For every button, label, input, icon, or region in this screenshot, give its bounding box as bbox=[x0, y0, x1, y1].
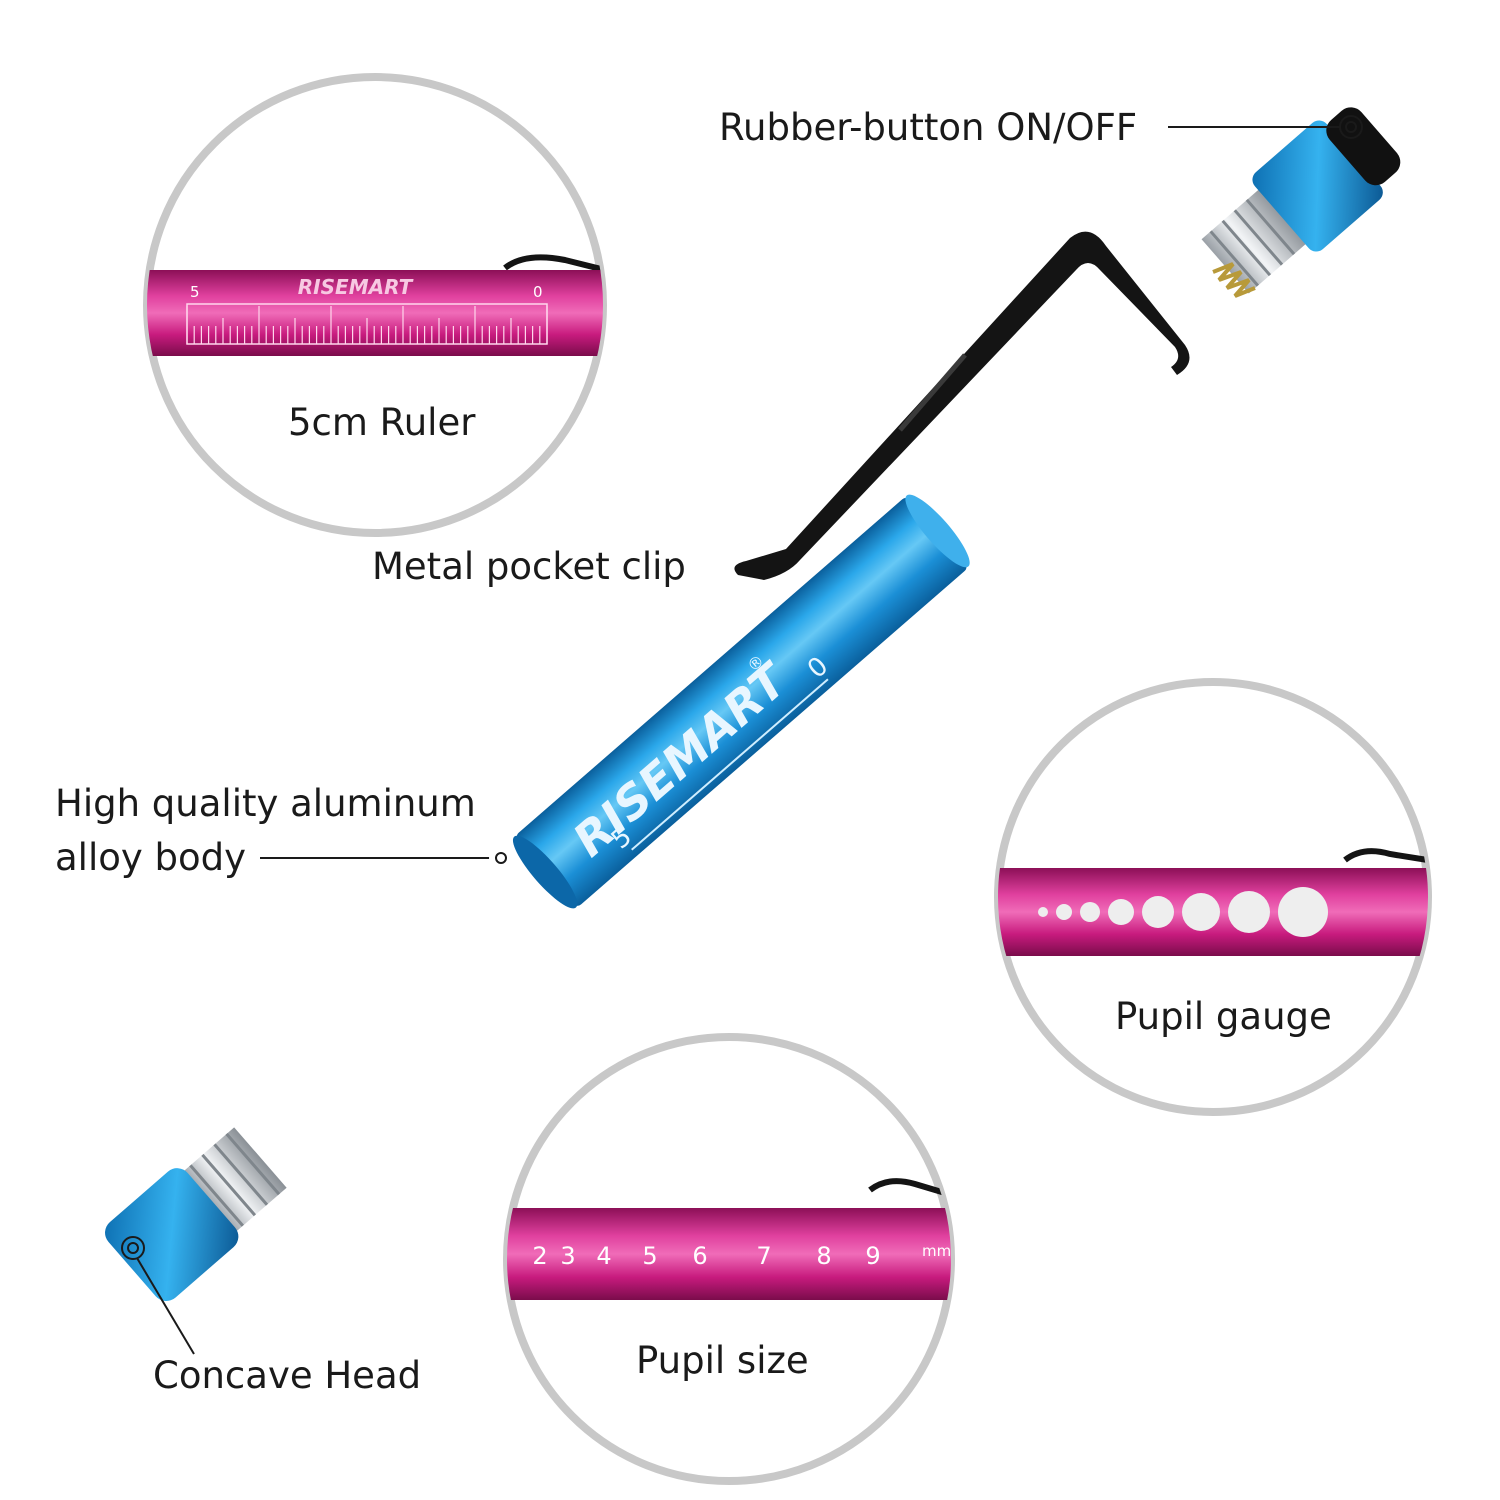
pupil-gauge-label: Pupil gauge bbox=[1115, 995, 1332, 1038]
pupil-size-number: 2 bbox=[532, 1242, 547, 1270]
concave-head-cap bbox=[105, 1127, 287, 1302]
pupil-gauge-dot bbox=[1038, 907, 1048, 917]
body-marker bbox=[260, 846, 513, 870]
ruler-mark-start: 5 bbox=[190, 283, 200, 301]
pupil-gauge-dot bbox=[1228, 891, 1270, 933]
ruler-ticks bbox=[186, 303, 548, 345]
pupil-size-number: 6 bbox=[692, 1242, 707, 1270]
ruler-detail-circle: 5 0 RISEMART bbox=[143, 73, 607, 537]
concave-head-label: Concave Head bbox=[153, 1354, 422, 1397]
pupil-size-number: 3 bbox=[560, 1242, 575, 1270]
body-brand-logo: RISEMART bbox=[563, 651, 800, 867]
pupil-gauge-dot bbox=[1142, 896, 1174, 928]
pupil-size-unit: mm bbox=[922, 1242, 951, 1260]
pupil-size-number: 5 bbox=[642, 1242, 657, 1270]
pupil-size-number: 9 bbox=[865, 1242, 880, 1270]
rubber-button-marker bbox=[1168, 115, 1363, 139]
pupil-gauge-dot bbox=[1278, 887, 1328, 937]
pupil-size-number: 4 bbox=[596, 1242, 611, 1270]
concave-head-marker bbox=[121, 1236, 195, 1355]
metal-pocket-clip bbox=[734, 231, 1190, 580]
pupil-gauge-dot bbox=[1182, 893, 1220, 931]
pupil-gauge-dots bbox=[1038, 887, 1328, 937]
ruler-mark-end: 0 bbox=[533, 283, 543, 301]
pupil-size-number: 8 bbox=[816, 1242, 831, 1270]
pupil-gauge-dot bbox=[1108, 899, 1134, 925]
ruler-label: 5cm Ruler bbox=[288, 401, 476, 444]
clip-label: Metal pocket clip bbox=[372, 545, 686, 588]
pupil-gauge-dot bbox=[1056, 904, 1072, 920]
pupil-size-label: Pupil size bbox=[636, 1339, 809, 1382]
body-label: High quality aluminum alloy body bbox=[55, 782, 476, 879]
pupil-gauge-dot bbox=[1080, 902, 1100, 922]
ruler-brand-text: RISEMART bbox=[298, 275, 414, 299]
pupil-gauge-detail-circle bbox=[994, 678, 1432, 1116]
rubber-button-label: Rubber-button ON/OFF bbox=[719, 106, 1138, 149]
spring bbox=[1212, 262, 1256, 298]
pupil-size-number: 7 bbox=[756, 1242, 771, 1270]
